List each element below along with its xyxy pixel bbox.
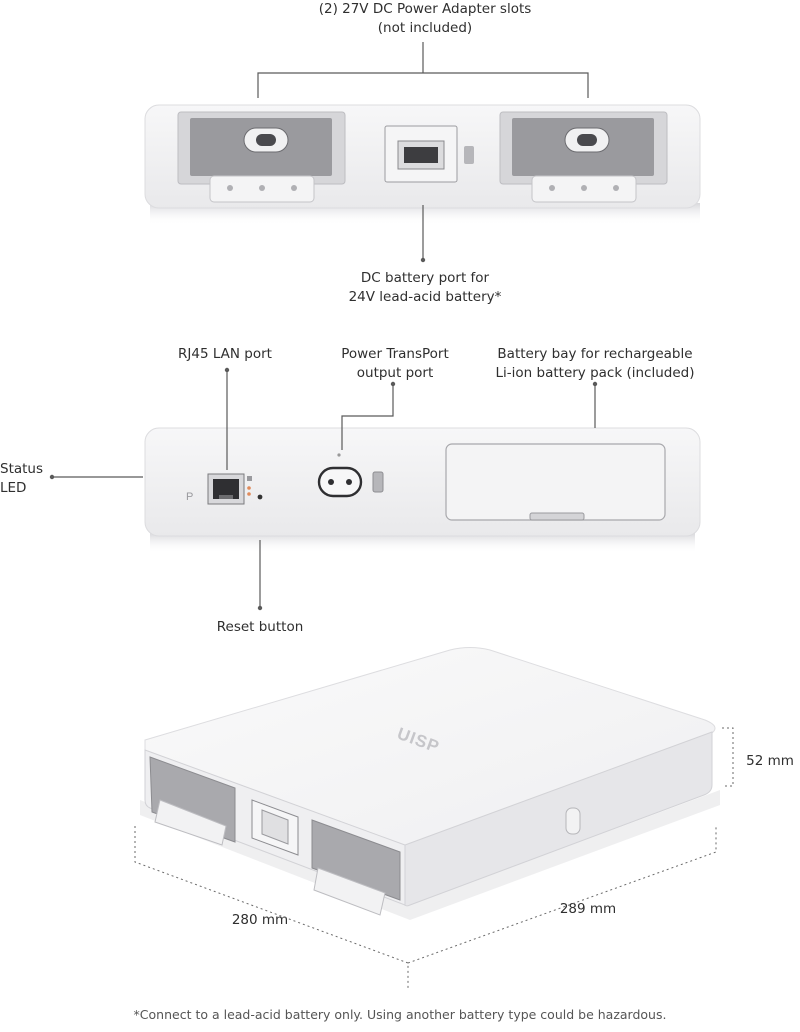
status-led-label-line2: LED [0,480,27,496]
front-led-letter: P [186,491,193,503]
rj45-lan-port-label-line1: RJ45 LAN port [178,346,272,362]
dimension-depth-text: 280 mm [231,912,289,928]
dc-battery-port-label: DC battery port for 24V lead-acid batter… [300,269,550,307]
dimension-height-label: 52 mm [742,752,798,771]
footnote: *Connect to a lead-acid battery only. Us… [0,1005,800,1024]
device-back-view [144,104,701,225]
dc-connector-icon [404,147,438,163]
dimension-width-text: 289 mm [559,901,617,917]
adapter-slots-label-line1: (2) 27V DC Power Adapter slots [318,1,532,17]
dimension-height-text: 52 mm [746,753,794,769]
dimension-height-line [722,727,734,787]
device-front-view: P [144,427,701,553]
adapter-slots-label-line2: (not included) [377,20,473,36]
dimension-lines [134,727,734,990]
dimension-depth-label: 280 mm [220,911,300,930]
battery-bay-label-line2: Li-ion battery pack (included) [495,365,695,381]
dc-battery-port-label-line1: DC battery port for [360,270,490,286]
footnote-text: *Connect to a lead-acid battery only. Us… [133,1007,667,1022]
ac-socket-icon [577,134,597,146]
battery-bay-label-line1: Battery bay for rechargeable [497,346,693,362]
iso-shadow [140,790,720,920]
transport-output-label-line2: output port [356,365,434,381]
reset-button-label-line1: Reset button [216,619,304,635]
battery-bay [445,443,666,521]
reset-button-label: Reset button [190,618,330,637]
transport-output-port [317,453,384,498]
device-isometric-view: UISP [140,647,720,920]
adapter-slot-right [499,111,668,203]
rj45-port [207,473,263,505]
dc-battery-port [384,125,474,183]
adapter-slots-label: (2) 27V DC Power Adapter slots (not incl… [250,0,600,38]
dimension-width-label: 289 mm [548,900,628,919]
dc-battery-port-label-line2: 24V lead-acid battery* [348,289,502,305]
status-led-label: Status LED [0,460,48,498]
battery-bay-label: Battery bay for rechargeable Li-ion batt… [480,345,710,383]
transport-output-label-line1: Power TransPort [341,346,449,362]
front-view-leaders [49,367,598,611]
front-view-shadow [150,533,695,553]
ac-socket-icon [256,134,276,146]
adapter-slot-left [177,111,346,203]
transport-output-label: Power TransPort output port [320,345,470,383]
back-view-leaders [257,42,589,263]
status-led-label-line1: Status [0,461,44,477]
iso-side-latch [565,807,581,835]
dimension-depth-line [134,826,409,990]
rj45-lan-port-label: RJ45 LAN port [150,345,300,364]
reset-button-icon [257,494,263,500]
